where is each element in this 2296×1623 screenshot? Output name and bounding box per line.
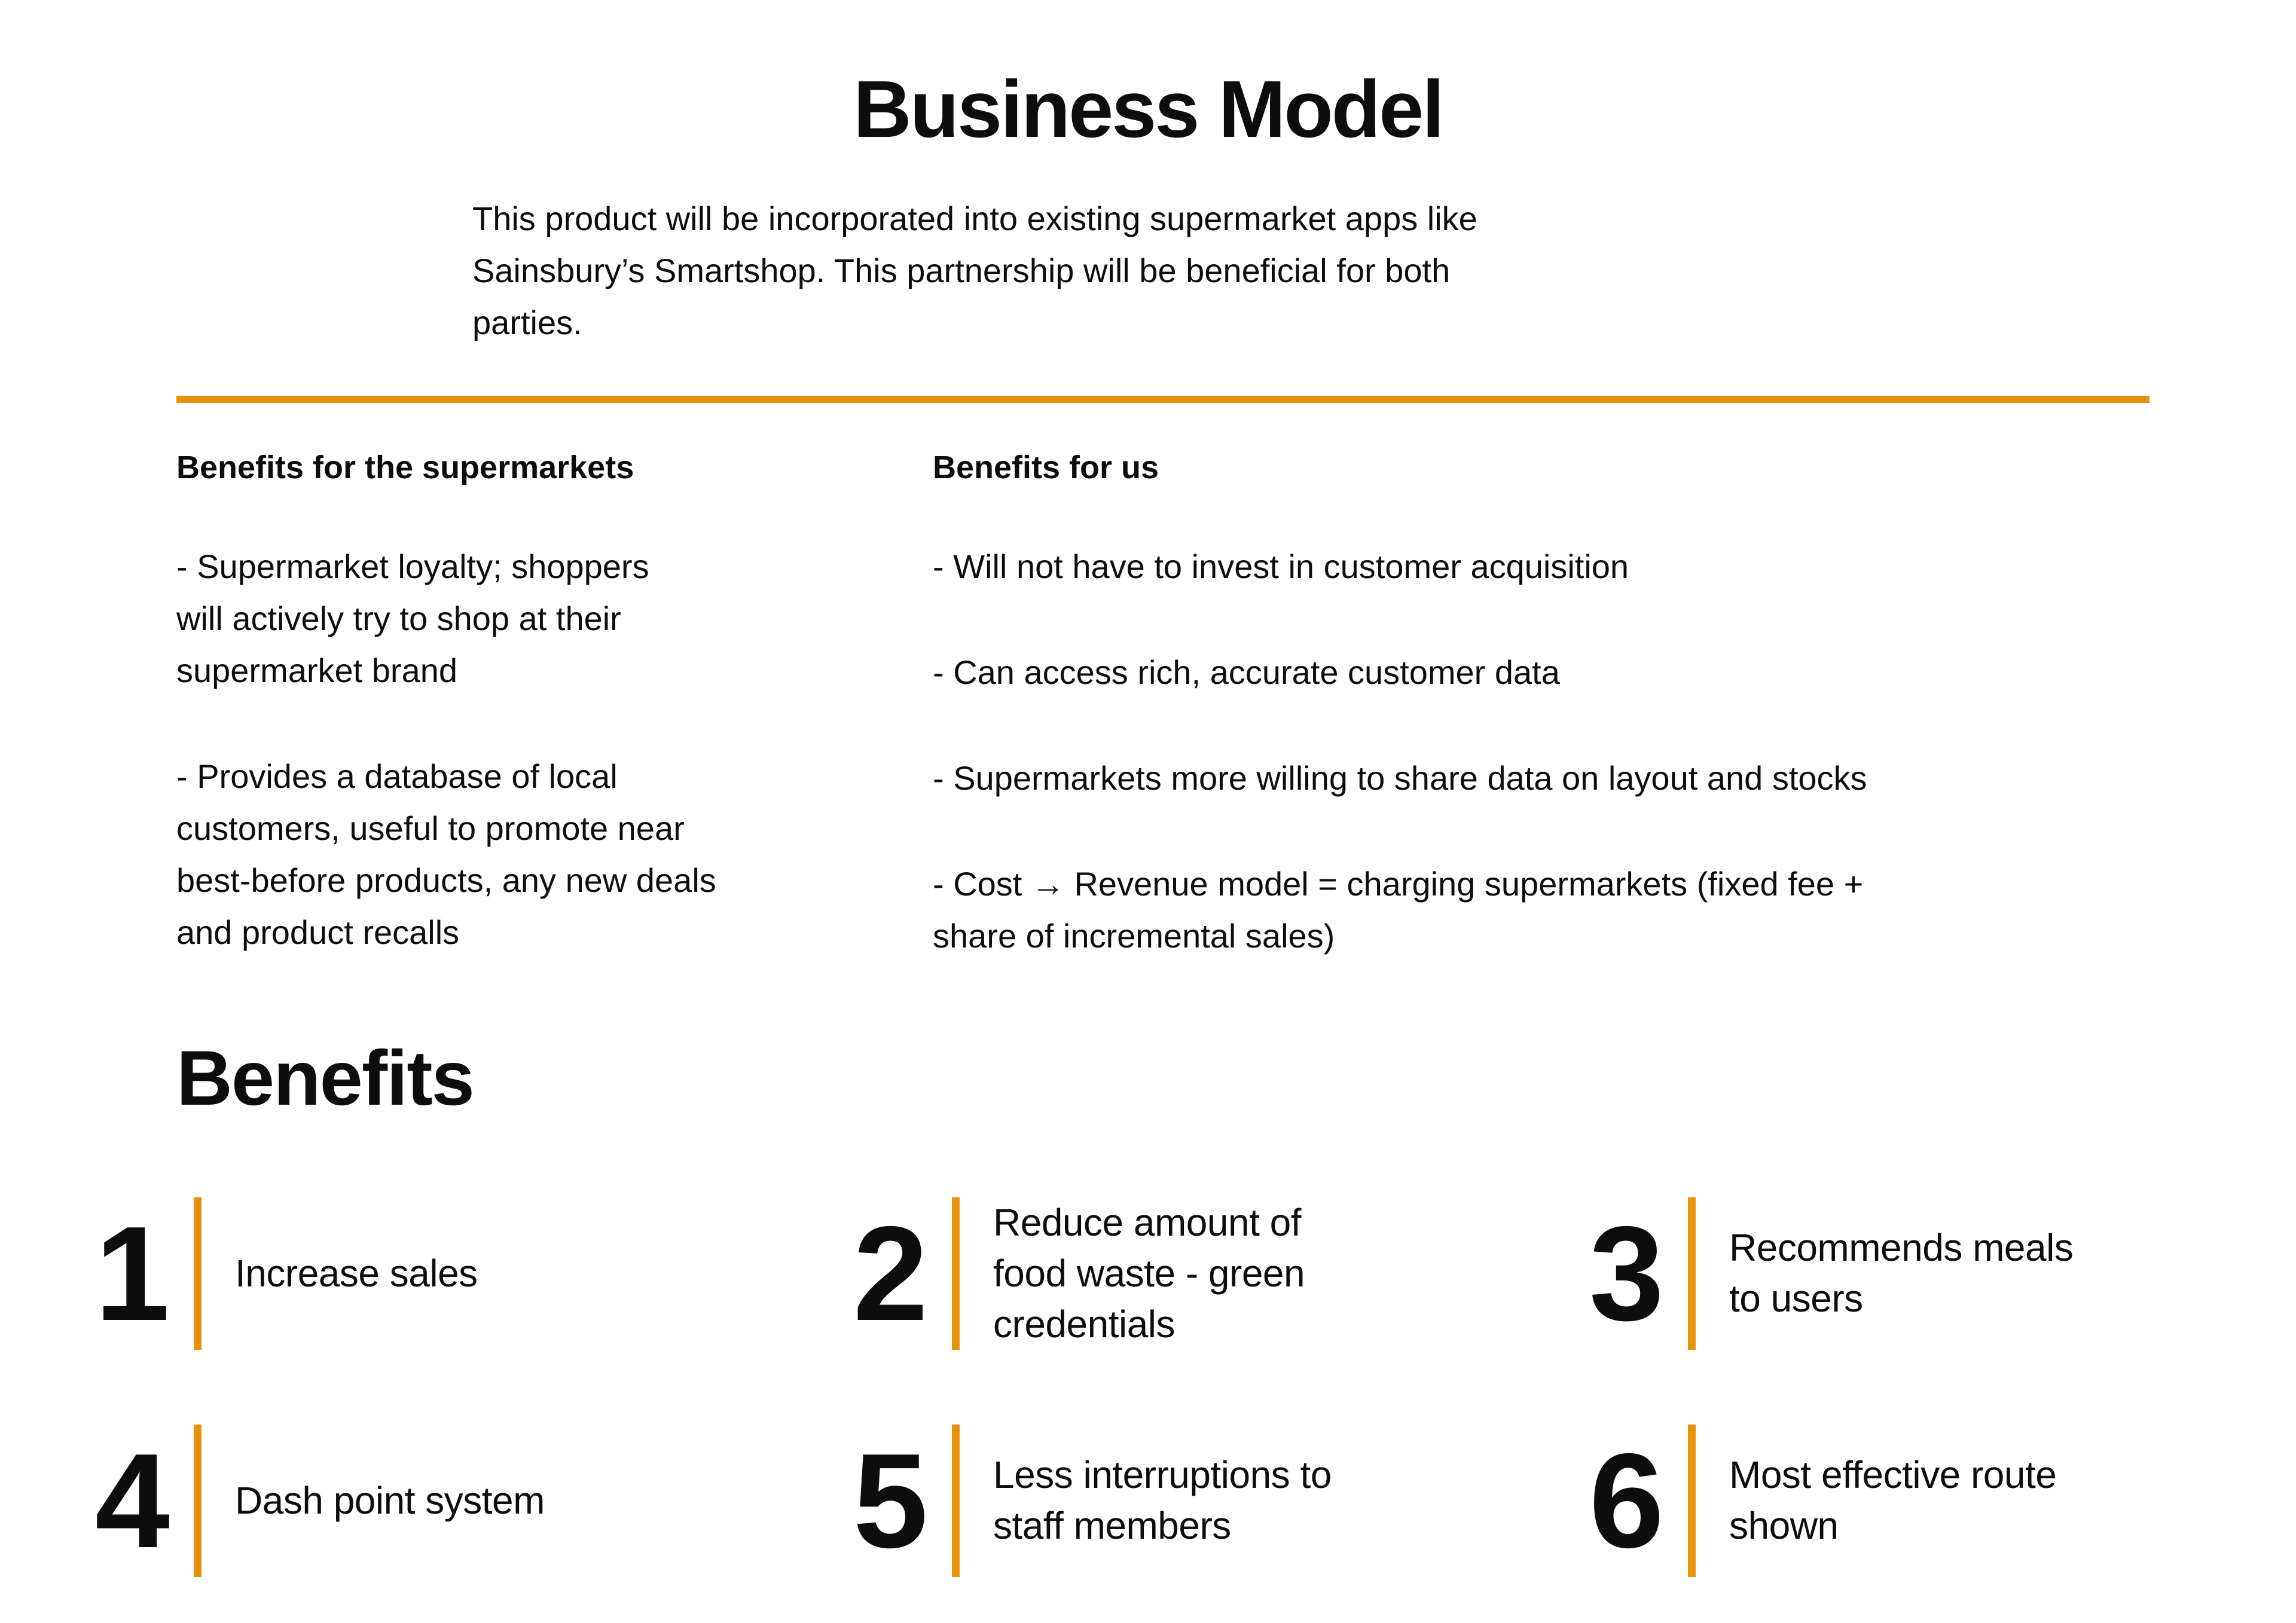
benefit-item-1: 1 Increase sales xyxy=(72,1188,830,1358)
benefit-item-2: 2 Reduce amount of food waste - green cr… xyxy=(830,1188,1566,1358)
accent-bar xyxy=(952,1197,960,1350)
benefit-number: 4 xyxy=(94,1425,170,1576)
benefits-grid: 1 Increase sales 2 Reduce amount of food… xyxy=(72,1188,2248,1585)
accent-bar xyxy=(194,1197,201,1350)
column-our-benefits: Benefits for us - Will not have to inves… xyxy=(933,448,2123,1016)
benefit-item-5: 5 Less interruptions to staff members xyxy=(830,1416,1566,1585)
benefit-number: 6 xyxy=(1589,1425,1664,1576)
benefit-number: 5 xyxy=(853,1425,928,1576)
benefit-item-4: 4 Dash point system xyxy=(72,1416,830,1585)
column-header-us: Benefits for us xyxy=(933,450,1159,485)
accent-bar xyxy=(952,1424,960,1577)
bullet-item: - Can access rich, accurate customer dat… xyxy=(933,653,1560,691)
benefit-item-3: 3 Recommends meals to users xyxy=(1566,1188,2248,1358)
bullet-item: - Supermarket loyalty; shoppers will act… xyxy=(176,548,649,689)
benefit-number: 1 xyxy=(94,1197,170,1349)
benefit-item-6: 6 Most effective route shown xyxy=(1566,1416,2248,1585)
benefit-number: 3 xyxy=(1589,1197,1664,1349)
bullet-item: - Cost → Revenue model = charging superm… xyxy=(933,865,1864,955)
accent-bar xyxy=(1688,1424,1696,1577)
benefit-text: Recommends meals to users xyxy=(1729,1226,2074,1320)
divider-line xyxy=(176,396,2150,403)
benefit-number: 2 xyxy=(853,1197,928,1349)
benefit-text: Less interruptions to staff members xyxy=(993,1453,1332,1547)
bullet-item: - Supermarkets more willing to share dat… xyxy=(933,759,1867,797)
benefit-text: Reduce amount of food waste - green cred… xyxy=(993,1200,1305,1346)
benefits-heading: Benefits xyxy=(176,1034,475,1121)
column-header-supermarkets: Benefits for the supermarkets xyxy=(176,450,634,485)
benefit-text: Increase sales xyxy=(235,1251,478,1295)
accent-bar xyxy=(194,1424,201,1577)
page-title: Business Model xyxy=(853,64,1445,154)
benefit-text: Dash point system xyxy=(235,1478,545,1522)
accent-bar xyxy=(1688,1197,1696,1350)
bullet-item: - Provides a database of local customers… xyxy=(176,757,716,951)
column-supermarket-benefits: Benefits for the supermarkets - Supermar… xyxy=(176,448,912,1012)
benefit-text: Most effective route shown xyxy=(1729,1453,2057,1547)
intro-paragraph: This product will be incorporated into e… xyxy=(472,200,1477,341)
bullet-item: - Will not have to invest in customer ac… xyxy=(933,548,1629,585)
